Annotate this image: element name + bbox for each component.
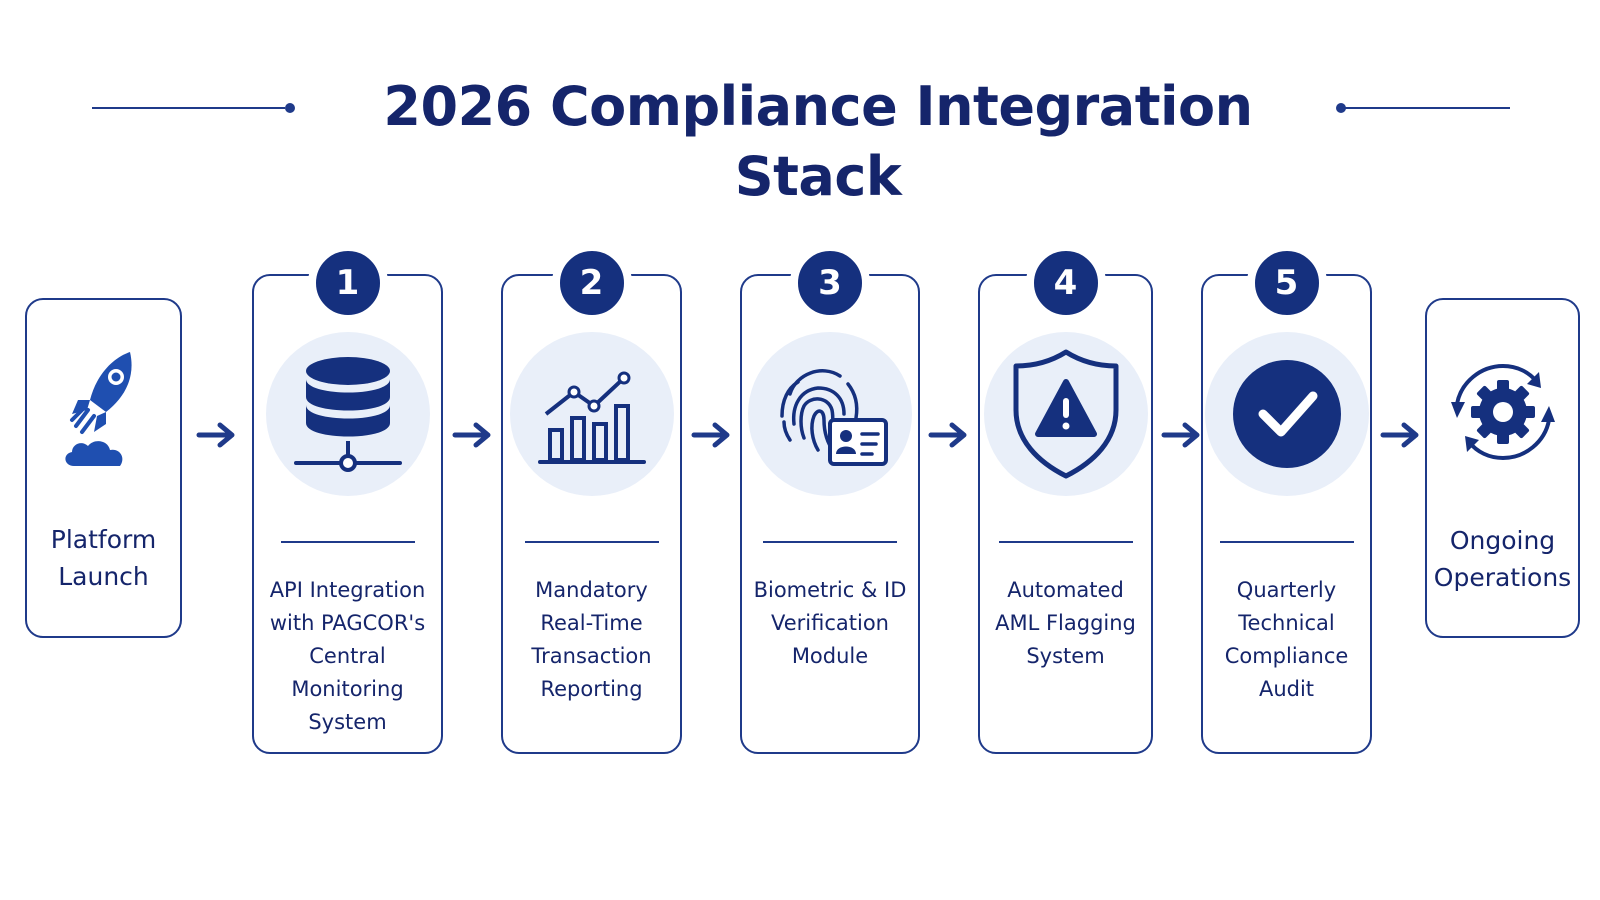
bar-chart-icon	[537, 371, 646, 464]
step-label-5: Quarterly Technical Compliance Audit	[1224, 578, 1349, 701]
divider	[1219, 541, 1354, 543]
step-number-badge: 2	[551, 243, 632, 323]
arrow-icon	[928, 420, 970, 454]
fingerprint-id-icon	[780, 369, 888, 466]
end-card: Ongoing Operations	[1425, 298, 1580, 638]
step-number-badge: 3	[790, 243, 870, 323]
title-rule-left	[92, 107, 285, 109]
divider	[280, 541, 415, 543]
step-number-badge: 4	[1025, 243, 1106, 323]
step-card-3: 3 Biometric & ID Verification Module	[740, 243, 920, 754]
rocket-icon	[54, 344, 154, 478]
step-label-3: Biometric & ID Verification Module	[753, 578, 907, 668]
end-label: Ongoing Operations	[1433, 526, 1572, 592]
page-title: 2026 Compliance Integration Stack	[383, 75, 1253, 208]
step-card-2: 2 Mandatory Real-Time Transaction Report…	[501, 243, 682, 754]
arrow-icon	[1380, 420, 1422, 454]
icon-backdrop	[265, 332, 430, 496]
shield-alert-icon	[1013, 349, 1118, 479]
icon-backdrop	[509, 332, 674, 496]
step-label-2: Mandatory Real-Time Transaction Reportin…	[531, 578, 652, 701]
check-circle-icon	[1232, 360, 1341, 468]
arrow-icon	[452, 420, 494, 454]
divider	[998, 541, 1133, 543]
step-number-badge: 1	[307, 243, 388, 323]
step-card-1: 1 API Integration with PAGCOR's Central …	[252, 243, 443, 754]
start-card: Platform Launch	[25, 298, 182, 638]
gear-cycle-icon	[1443, 352, 1563, 476]
title-dot-left	[285, 103, 295, 113]
arrow-icon	[1161, 420, 1203, 454]
divider	[524, 541, 659, 543]
divider	[763, 541, 897, 543]
step-number-badge: 5	[1246, 243, 1327, 323]
step-label-4: Automated AML Flagging System	[995, 578, 1136, 668]
step-card-4: 4 Automated AML Flagging System	[978, 243, 1153, 754]
start-label: Platform Launch	[50, 525, 157, 591]
title-rule-right	[1340, 107, 1510, 109]
database-icon	[293, 357, 402, 472]
icon-backdrop	[983, 332, 1148, 496]
step-card-5: 5 Quarterly Technical Compliance Audit	[1201, 243, 1372, 754]
icon-backdrop	[1204, 332, 1369, 496]
arrow-icon	[691, 420, 733, 454]
step-label-1: API Integration with PAGCOR's Central Mo…	[269, 578, 426, 734]
icon-backdrop	[748, 332, 912, 496]
arrow-icon	[196, 420, 238, 454]
